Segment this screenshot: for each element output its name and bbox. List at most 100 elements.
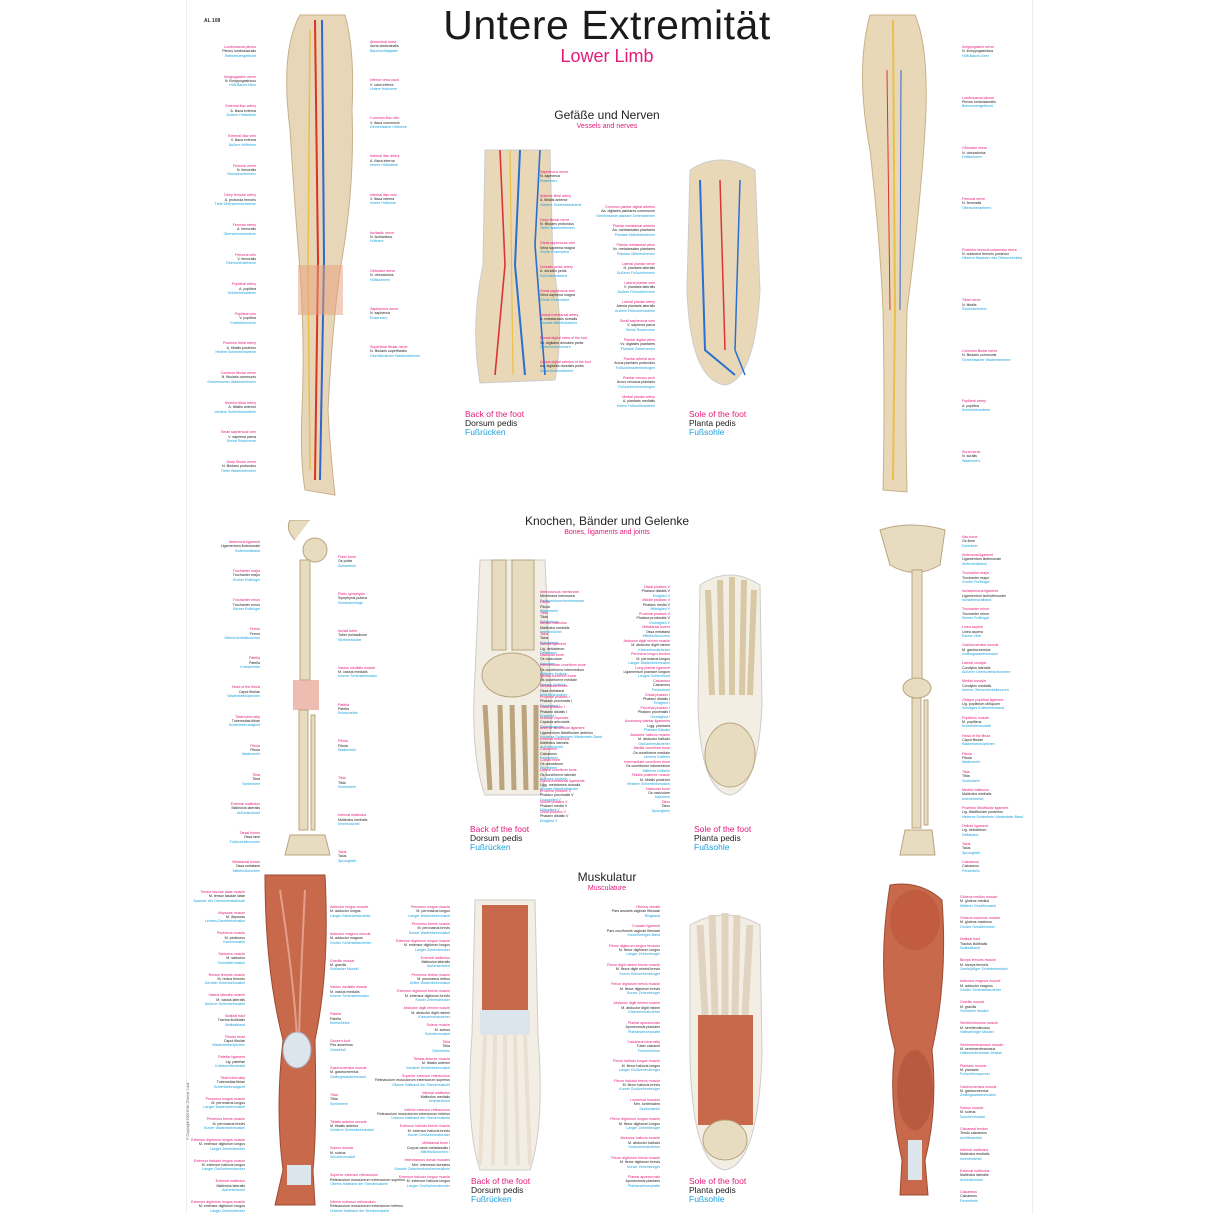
label-de: Schienbeinrauigkeit [228, 723, 260, 728]
label-de: Kahnbein [654, 795, 670, 800]
label-de: Kleine Rosenvene [226, 439, 256, 444]
label-en: Dorsal metatarsal ligaments [540, 778, 585, 783]
label-de: Schollenmuskel [960, 1114, 986, 1119]
label-de: Rauhe Linie [962, 634, 982, 639]
label-en: Small saphenous vein [220, 430, 256, 435]
label-de: Schräges Kniekehlenband [962, 706, 1004, 711]
label-en: Plantaris muscle [960, 1063, 987, 1068]
label-en: Adductor magnus muscle [330, 931, 371, 936]
label-de: Kleiner Rollhügel [962, 616, 990, 621]
label-de: Äußeres Keilbein [540, 776, 568, 781]
label-de: Langer Zehenstrecker [209, 1146, 245, 1151]
label-en: Plantar arterial arch [623, 357, 655, 361]
label-en: Deep fibular nerve [540, 217, 570, 222]
label-en: Flexor hallucis longus muscle [613, 1059, 660, 1064]
label-de: Hüftnerv [370, 239, 384, 244]
label-en: Peroneus longus tendon [631, 652, 670, 657]
label-de: Kleinzehenabzieher [418, 1015, 450, 1020]
label-en: Tibial nerve [962, 298, 981, 303]
label-la: Ligamentum iliofemorale [962, 557, 1002, 562]
label-la: Malleolus lateralis [421, 960, 450, 965]
label-la: N. iliohypogastricus [962, 49, 994, 54]
caption-dorsum-vessels: Back of the foot Dorsum pedis Fußrücken [465, 409, 525, 437]
label-la: Retinaculum musculorum extensorum superi… [330, 1177, 405, 1182]
label-la: M. tibialis anterior [421, 1061, 450, 1066]
label-en: Iliopsoas muscle [218, 910, 245, 915]
label-de: Oberes Haltband der Streckmuskeln [330, 1181, 388, 1186]
label-de: Oberschenkelknochen [224, 636, 260, 641]
label-de: Kurzer Zehenstrecker [415, 998, 450, 1003]
label-la: M. flexor digitorum brevis [619, 1160, 660, 1165]
label-la: Fibula [962, 756, 972, 761]
label-la: M. adductor longus [330, 909, 361, 914]
label-la: Aa. metatarsales plantares [612, 228, 655, 233]
label-la: M. peronaeus longus [416, 909, 450, 914]
label-la: Retinaculum musculorum extensorum inferi… [377, 1111, 450, 1116]
label-la: A. tibialis anterior [540, 198, 568, 203]
label-en: Small saphenous vein [619, 319, 655, 323]
label-la: M. peronaeus longus [211, 1101, 245, 1106]
label-en: Lateral plantar vein [624, 281, 655, 285]
label-de: Schienbein [242, 781, 260, 786]
label-de: Darmbein [962, 543, 978, 548]
label-en: Peroneus tertius muscle [411, 972, 450, 977]
label-la: Caput fibulae [223, 1039, 245, 1044]
label-de: Fußsohlenvenenbogen [618, 384, 655, 389]
section-title-vessels: Gefäße und Nerven [554, 108, 660, 122]
label-de: Plantarsehnenplatte [628, 1183, 660, 1188]
label-de: Plantare Zehenvenen [620, 346, 655, 351]
label-la: M. soleus [330, 1150, 346, 1155]
label-en: Plantar aponeurosis [628, 1175, 660, 1179]
label-en: Gluteus maximus muscle [960, 916, 1001, 921]
label-la: V. iliaca externa [230, 138, 256, 143]
label-en: Saphenous nerve [370, 306, 399, 311]
label-la: Phalanx media V [642, 602, 670, 607]
poster-code: AL 108 [204, 18, 221, 24]
label-de: Deltaband [540, 651, 557, 656]
label-la: M. extensor hallucis brevis [407, 1128, 450, 1133]
label-de: Innenknöchel [962, 796, 984, 801]
label-de: Gerader Schenkelmuskel [204, 981, 245, 986]
label-en: Tibia [330, 1092, 338, 1097]
label-en: Deltoid ligament [540, 642, 566, 647]
label-en: Soleus muscle [960, 1105, 984, 1110]
label-la: Plexus lumbosacralis [962, 100, 996, 105]
label-la: M. gracilis [330, 963, 347, 968]
label-de: Fußsohlenarterienbogen [615, 365, 655, 370]
label-de: Langer Schenkelanzieher [330, 913, 371, 918]
label-de: Äußerer Fußsohlennerv [617, 270, 655, 275]
